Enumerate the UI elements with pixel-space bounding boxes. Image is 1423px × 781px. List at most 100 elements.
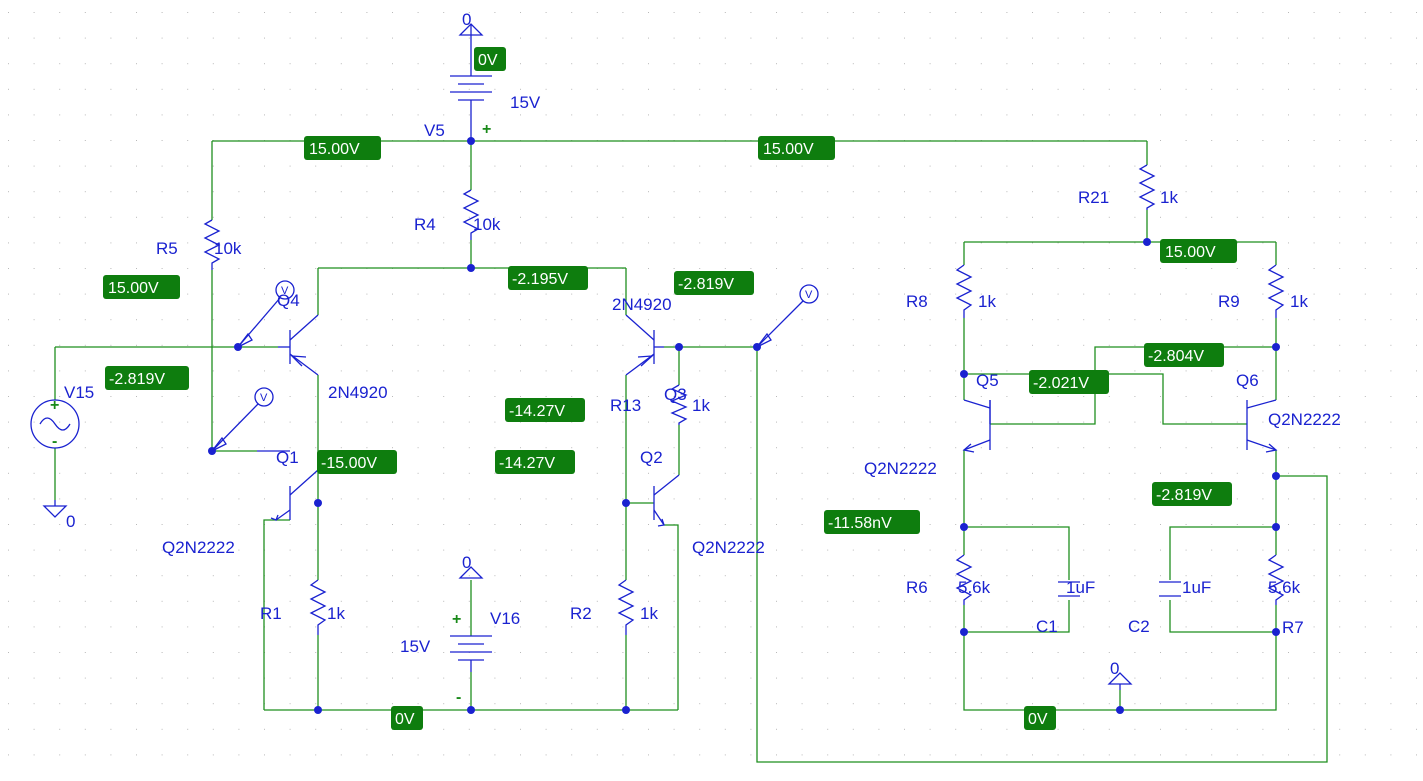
q4-model: 2N4920	[328, 383, 388, 402]
dc-source-v16-icon[interactable]	[450, 635, 492, 672]
svg-text:0V: 0V	[478, 52, 498, 69]
junction-node	[960, 523, 968, 531]
q6-name: Q6	[1236, 371, 1259, 390]
junction-node	[1272, 628, 1280, 636]
voltage-badge[interactable]: -2.819V	[1152, 482, 1232, 506]
svg-text:15.00V: 15.00V	[309, 141, 360, 158]
voltage-badge[interactable]: 15.00V	[758, 136, 835, 160]
r4-value: 10k	[473, 215, 501, 234]
r9-name: R9	[1218, 292, 1240, 311]
q5-name: Q5	[976, 371, 999, 390]
junction-node	[314, 706, 322, 714]
r4-name: R4	[414, 215, 436, 234]
capacitor-c2-icon[interactable]	[1159, 581, 1181, 597]
svg-text:-2.819V: -2.819V	[1156, 487, 1212, 504]
junction-node	[622, 499, 630, 507]
junction-node	[208, 447, 216, 455]
voltage-badge[interactable]: 0V	[1024, 706, 1056, 730]
voltage-badge[interactable]: -2.819V	[674, 271, 754, 295]
c2-name: C2	[1128, 617, 1150, 636]
q3-name: Q3	[664, 385, 687, 404]
ground-symbol-icon	[42, 500, 68, 518]
grid-dots	[8, 12, 1417, 756]
resistor-r21-icon[interactable]	[1138, 164, 1156, 210]
pnp-transistor-q3-icon[interactable]	[625, 314, 664, 376]
q2-name: Q2	[640, 448, 663, 467]
voltage-badge[interactable]: -15.00V	[317, 450, 397, 474]
svg-text:0V: 0V	[1028, 711, 1048, 728]
svg-text:15.00V: 15.00V	[108, 280, 159, 297]
c1-value: 1uF	[1066, 578, 1095, 597]
ground-label: 0	[462, 10, 471, 29]
node-dots	[208, 137, 1280, 714]
c2-value: 1uF	[1182, 578, 1211, 597]
svg-text:15.00V: 15.00V	[763, 141, 814, 158]
dc-source-v5-icon[interactable]	[450, 40, 492, 141]
junction-node	[314, 499, 322, 507]
resistor-r6-icon[interactable]	[955, 554, 973, 605]
svg-text:15.00V: 15.00V	[1165, 244, 1216, 261]
resistor-r7-icon[interactable]	[1267, 554, 1285, 605]
junction-node	[467, 706, 475, 714]
r7-name: R7	[1282, 618, 1304, 637]
svg-text:0V: 0V	[395, 711, 415, 728]
voltage-marker-icon[interactable]	[211, 387, 274, 452]
r1-name: R1	[260, 604, 282, 623]
voltage-badge[interactable]: 0V	[391, 706, 423, 730]
voltage-badge[interactable]: -2.804V	[1144, 343, 1224, 367]
resistor-r13-icon[interactable]	[670, 384, 688, 425]
resistor-r9-icon[interactable]	[1267, 264, 1285, 318]
voltage-badge[interactable]: -2.021V	[1029, 370, 1109, 394]
voltage-marker-icon[interactable]	[756, 284, 819, 348]
components	[30, 23, 1285, 690]
r21-value: 1k	[1160, 188, 1178, 207]
resistor-r5-icon[interactable]	[203, 219, 221, 270]
svg-text:-15.00V: -15.00V	[321, 455, 377, 472]
pnp-transistor-q4-icon[interactable]	[278, 314, 319, 376]
npn-transistor-q6-icon[interactable]	[1246, 399, 1278, 453]
capacitor-c1-icon[interactable]	[1058, 581, 1080, 597]
q3-model: 2N4920	[612, 295, 672, 314]
voltage-badge[interactable]: 15.00V	[304, 136, 381, 160]
voltage-badge[interactable]: -14.27V	[495, 450, 575, 474]
voltage-badges: 0V 15.00V 15.00V 15.00V -2.195V -2.819V …	[103, 47, 1237, 730]
q2-model: Q2N2222	[692, 538, 765, 557]
voltage-badge[interactable]: -14.27V	[505, 398, 585, 422]
voltage-badge[interactable]: 0V	[474, 47, 506, 71]
ground-symbol-icon	[1107, 672, 1133, 690]
resistor-r4-icon[interactable]	[462, 189, 480, 240]
junction-node	[960, 370, 968, 378]
voltage-badge[interactable]: -11.58nV	[824, 510, 920, 534]
npn-transistor-q1-icon[interactable]	[257, 450, 319, 521]
junction-node	[1116, 706, 1124, 714]
v5-plus: +	[482, 121, 491, 138]
ac-source-v15-icon[interactable]	[30, 399, 80, 449]
voltage-badge[interactable]: 15.00V	[103, 275, 180, 299]
r6-name: R6	[906, 578, 928, 597]
r2-value: 1k	[640, 604, 658, 623]
svg-text:-14.27V: -14.27V	[499, 455, 555, 472]
voltage-marker-icon[interactable]	[237, 280, 295, 348]
junction-node	[467, 264, 475, 272]
resistor-r8-icon[interactable]	[955, 264, 973, 318]
component-labels: 0 0 0 0 V5 15V + V16 15V + - V15 + - R5 …	[50, 10, 1341, 706]
junction-node	[1143, 238, 1151, 246]
v15-name: V15	[64, 383, 94, 402]
junction-node	[1272, 343, 1280, 351]
npn-transistor-q5-icon[interactable]	[962, 399, 991, 453]
voltage-badge[interactable]: 15.00V	[1160, 239, 1237, 263]
junction-node	[622, 706, 630, 714]
r13-value: 1k	[692, 396, 710, 415]
voltage-badge[interactable]: -2.195V	[508, 266, 588, 290]
npn-transistor-q2-icon[interactable]	[653, 474, 680, 527]
resistor-r1-icon[interactable]	[309, 579, 327, 635]
voltage-badge[interactable]: -2.819V	[105, 366, 189, 390]
resistor-r2-icon[interactable]	[617, 579, 635, 635]
marker-v-label: V	[260, 392, 268, 404]
wires	[54, 140, 1328, 763]
svg-text:-14.27V: -14.27V	[509, 403, 565, 420]
svg-text:-2.195V: -2.195V	[512, 271, 568, 288]
junction-node	[960, 628, 968, 636]
r8-name: R8	[906, 292, 928, 311]
